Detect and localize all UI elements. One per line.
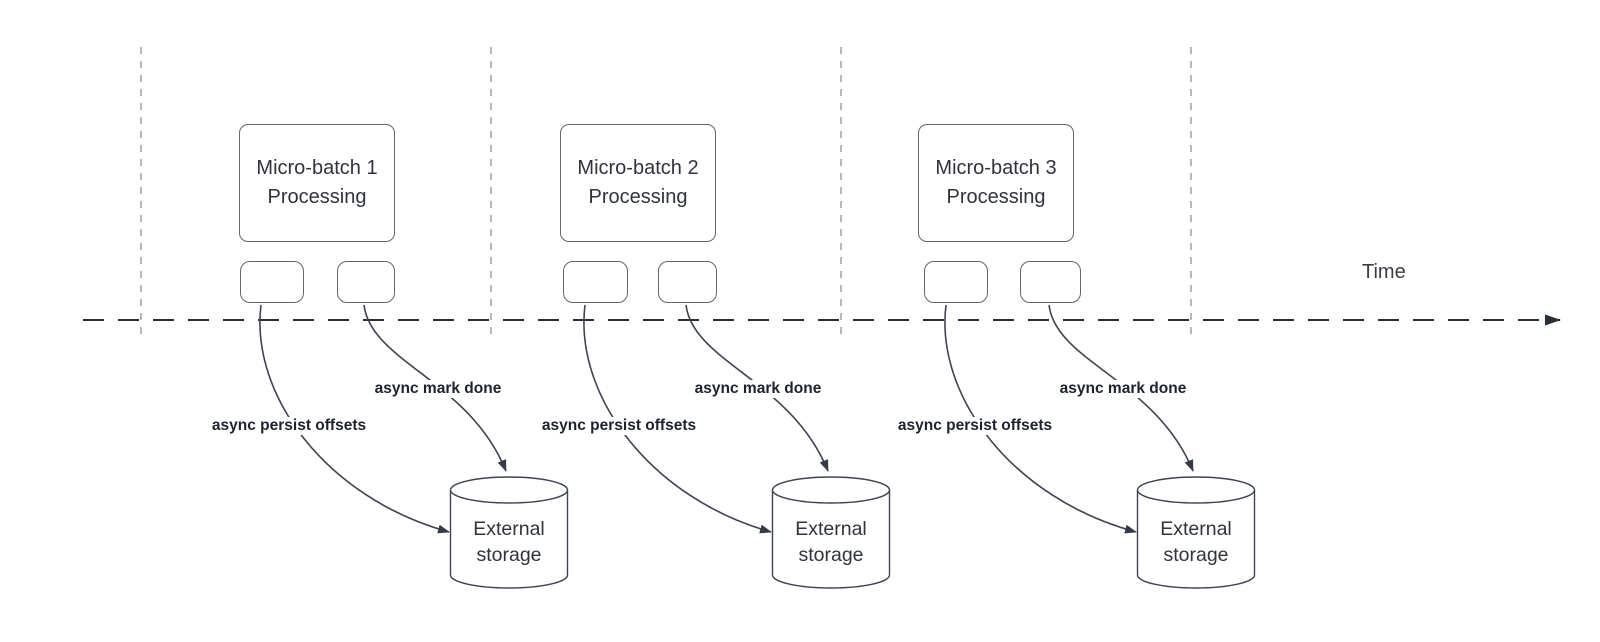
external-storage-label: External storage: [795, 518, 867, 566]
micro-batch-3-processing-box: Micro-batch 3 Processing: [918, 124, 1074, 242]
mark-done-label: async mark done: [371, 380, 505, 398]
storage-cylinder-body: [1136, 490, 1256, 589]
storage-cylinder-top: [1136, 476, 1256, 504]
persist-task-box: [240, 261, 304, 303]
micro-batch-1-processing-box: Micro-batch 1 Processing: [239, 124, 395, 242]
storage-cylinder-body: [449, 490, 569, 589]
persist-offsets-label: async persist offsets: [208, 417, 370, 435]
mark-done-task-box: [1020, 261, 1081, 303]
persist-offsets-label: async persist offsets: [538, 417, 700, 435]
persist-task-box: [563, 261, 628, 303]
micro-batch-2-processing-box: Micro-batch 2 Processing: [560, 124, 716, 242]
persist-offsets-arrow: [583, 304, 772, 534]
mark-done-task-box: [658, 261, 717, 303]
mark-done-arrow: [1048, 304, 1194, 472]
mark-done-arrow: [685, 304, 829, 472]
mark-done-task-box: [337, 261, 395, 303]
storage-cylinder: [771, 476, 891, 589]
storage-cylinder: [1136, 476, 1256, 589]
time-axis-label: Time: [1362, 261, 1406, 283]
persist-offsets-arrow: [944, 304, 1137, 534]
persist-task-box: [924, 261, 988, 303]
storage-cylinder-body: [771, 490, 891, 589]
mark-done-arrow: [363, 304, 507, 472]
persist-offsets-label: async persist offsets: [894, 417, 1056, 435]
external-storage-label: External storage: [473, 518, 545, 566]
storage-cylinder-top: [449, 476, 569, 504]
storage-cylinder: [449, 476, 569, 589]
external-storage-label: External storage: [1160, 518, 1232, 566]
storage-cylinder-top: [771, 476, 891, 504]
mark-done-label: async mark done: [691, 380, 825, 398]
mark-done-label: async mark done: [1056, 380, 1190, 398]
persist-offsets-arrow: [259, 304, 450, 534]
